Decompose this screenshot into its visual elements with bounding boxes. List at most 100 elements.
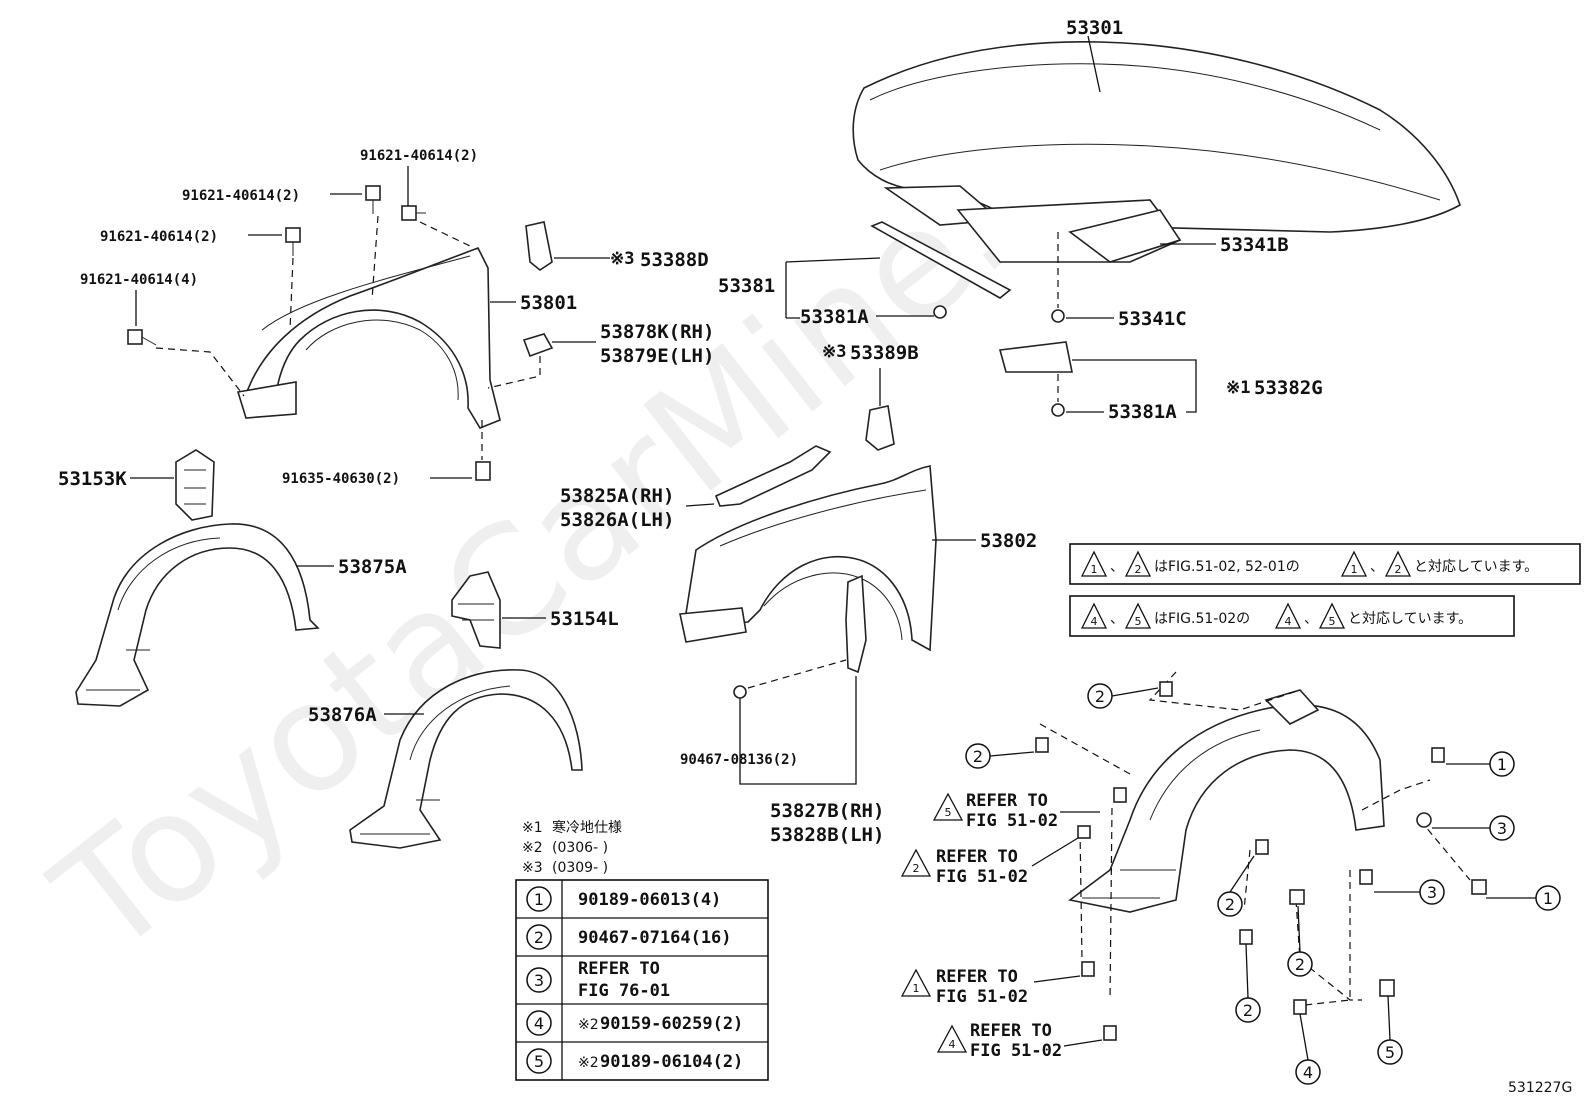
- label-hood-inner-panel: 53341B: [1220, 234, 1289, 256]
- svg-text:5: 5: [534, 1052, 544, 1071]
- svg-text:1: 1: [1543, 889, 1553, 908]
- label-fender-bracket-rh: 53878K(RH): [600, 321, 714, 343]
- svg-text:4: 4: [1285, 615, 1292, 628]
- label-fender-seal-lower-lh: 53828B(LH): [770, 824, 884, 846]
- svg-text:FIG 51-02: FIG 51-02: [970, 1041, 1062, 1061]
- svg-text:FIG 51-02: FIG 51-02: [966, 811, 1058, 831]
- svg-text:5: 5: [1329, 615, 1336, 628]
- bolt-icon: [401, 205, 426, 221]
- liner-53875a-part: [75, 523, 320, 707]
- label-fender-bracket-lh: 53879E(LH): [600, 345, 714, 367]
- svg-text:FIG 51-02: FIG 51-02: [936, 987, 1028, 1007]
- reference-note-2: 4 、 5 はFIG.51-02の 4 、 5 と対応しています。: [1069, 595, 1515, 637]
- fender-upper-part: [236, 246, 501, 429]
- clip-icon: [1103, 1025, 1117, 1041]
- bolt-icon: [365, 185, 381, 214]
- svg-text:※2: ※2: [522, 840, 543, 856]
- mark-53389b: ※3: [822, 342, 846, 362]
- svg-text:3: 3: [534, 971, 544, 990]
- svg-text:90467-07164(16): 90467-07164(16): [578, 928, 732, 948]
- svg-text:、: 、: [1370, 559, 1384, 575]
- reference-note-2-text: はFIG.51-02の: [1154, 611, 1250, 627]
- svg-text:1: 1: [1091, 563, 1098, 576]
- table-row: 5 ※2 90189-06104(2): [526, 1048, 743, 1074]
- label-bolt-d: 91621-40614(4): [80, 272, 198, 288]
- label-bolt-e: 91635-40630(2): [282, 471, 400, 487]
- label-hood-seal-clip-upper: 53381A: [800, 306, 869, 328]
- clip-icon: [1035, 737, 1049, 753]
- svg-text:5: 5: [1385, 1043, 1395, 1062]
- svg-text:1: 1: [1497, 755, 1507, 774]
- callout-circle: 2: [1087, 683, 1159, 709]
- svg-text:REFER TO: REFER TO: [970, 1021, 1052, 1041]
- svg-text:1: 1: [534, 890, 544, 909]
- svg-text:REFER TO: REFER TO: [936, 967, 1018, 987]
- fender-seal-lower-part: [845, 574, 867, 674]
- svg-text:4: 4: [1303, 1063, 1313, 1082]
- reference-note-1-text: はFIG.51-02, 52-01の: [1154, 559, 1300, 575]
- cushion-icon: [1051, 309, 1065, 323]
- clip-icon: [1239, 929, 1253, 945]
- svg-text:5: 5: [945, 806, 952, 819]
- svg-text:1: 1: [913, 982, 920, 995]
- fender-seal-upper-part: [714, 445, 832, 507]
- svg-text:2: 2: [973, 747, 983, 766]
- label-fender-upper: 53801: [520, 292, 577, 314]
- label-hood-seal-clip-lower: 53381A: [1108, 401, 1177, 423]
- reference-note-2-tail: と対応しています。: [1348, 611, 1472, 627]
- svg-text:5: 5: [1135, 615, 1142, 628]
- callout-circle: 3: [1374, 879, 1445, 905]
- callout-circle: 1: [1486, 885, 1561, 911]
- clip-icon: [1431, 747, 1445, 763]
- svg-text:2: 2: [1243, 1001, 1253, 1020]
- clip-icon: [733, 685, 747, 699]
- svg-text:4: 4: [949, 1038, 956, 1051]
- callout-circle: 2: [1287, 905, 1313, 977]
- label-bracket-53388d: 53388D: [640, 249, 709, 271]
- fender-lower-part: [679, 465, 937, 652]
- label-hood-cushion: 53341C: [1118, 308, 1187, 330]
- label-fender-seal-upper-rh: 53825A(RH): [560, 485, 674, 507]
- clip-icon: [1416, 812, 1432, 828]
- svg-text:3: 3: [1427, 883, 1437, 902]
- clip-icon: [933, 305, 947, 319]
- svg-text:1: 1: [1351, 563, 1358, 576]
- hood-part: [852, 41, 1461, 263]
- svg-text:90159-60259(2): 90159-60259(2): [600, 1014, 743, 1034]
- callout-circle: 1: [1446, 751, 1515, 777]
- label-hood-seal-lower: 53382G: [1254, 377, 1323, 399]
- svg-text:2: 2: [913, 862, 920, 875]
- clip-icon: [1255, 839, 1269, 855]
- clip-icon: [1379, 979, 1395, 997]
- bracket-53388d-part: [525, 221, 553, 271]
- reference-note-1-tail: と対応しています。: [1414, 559, 1538, 575]
- label-fender-lower: 53802: [980, 530, 1037, 552]
- svg-text:(0306- ): (0306- ): [552, 840, 608, 856]
- table-row: 2 90467-07164(16): [526, 924, 732, 950]
- bolt-icon: [475, 461, 491, 481]
- table-row: 1 90189-06013(4): [526, 886, 721, 912]
- parts-table: 1 90189-06013(4) 2 90467-07164(16) 3 REF…: [515, 879, 769, 1081]
- label-liner-53876a: 53876A: [308, 704, 377, 726]
- label-fender-seal-upper-lh: 53826A(LH): [560, 509, 674, 531]
- label-hood: 53301: [1066, 17, 1123, 39]
- liner-53876a-part: [349, 669, 583, 849]
- label-bolt-b: 91621-40614(2): [182, 188, 300, 204]
- label-liner-53875a: 53875A: [338, 556, 407, 578]
- svg-text:※3: ※3: [522, 860, 543, 876]
- mark-53388d: ※3: [610, 249, 634, 269]
- callout-circle: 2: [1235, 943, 1261, 1023]
- svg-text:※2: ※2: [578, 1017, 599, 1033]
- mudguard-53153k-part: [175, 449, 215, 521]
- svg-text:(0309- ): (0309- ): [552, 860, 608, 876]
- label-bolt-a: 91621-40614(2): [360, 148, 478, 164]
- inner-liner-part: [1068, 689, 1385, 913]
- svg-text:4: 4: [1091, 615, 1098, 628]
- bolt-icon: [285, 227, 301, 256]
- svg-text:REFER TO: REFER TO: [578, 959, 660, 979]
- clip-icon: [1077, 825, 1091, 839]
- clip-icon: [1359, 869, 1373, 885]
- callout-circle: 2: [1217, 855, 1255, 917]
- callout-circle: 3: [1432, 815, 1515, 841]
